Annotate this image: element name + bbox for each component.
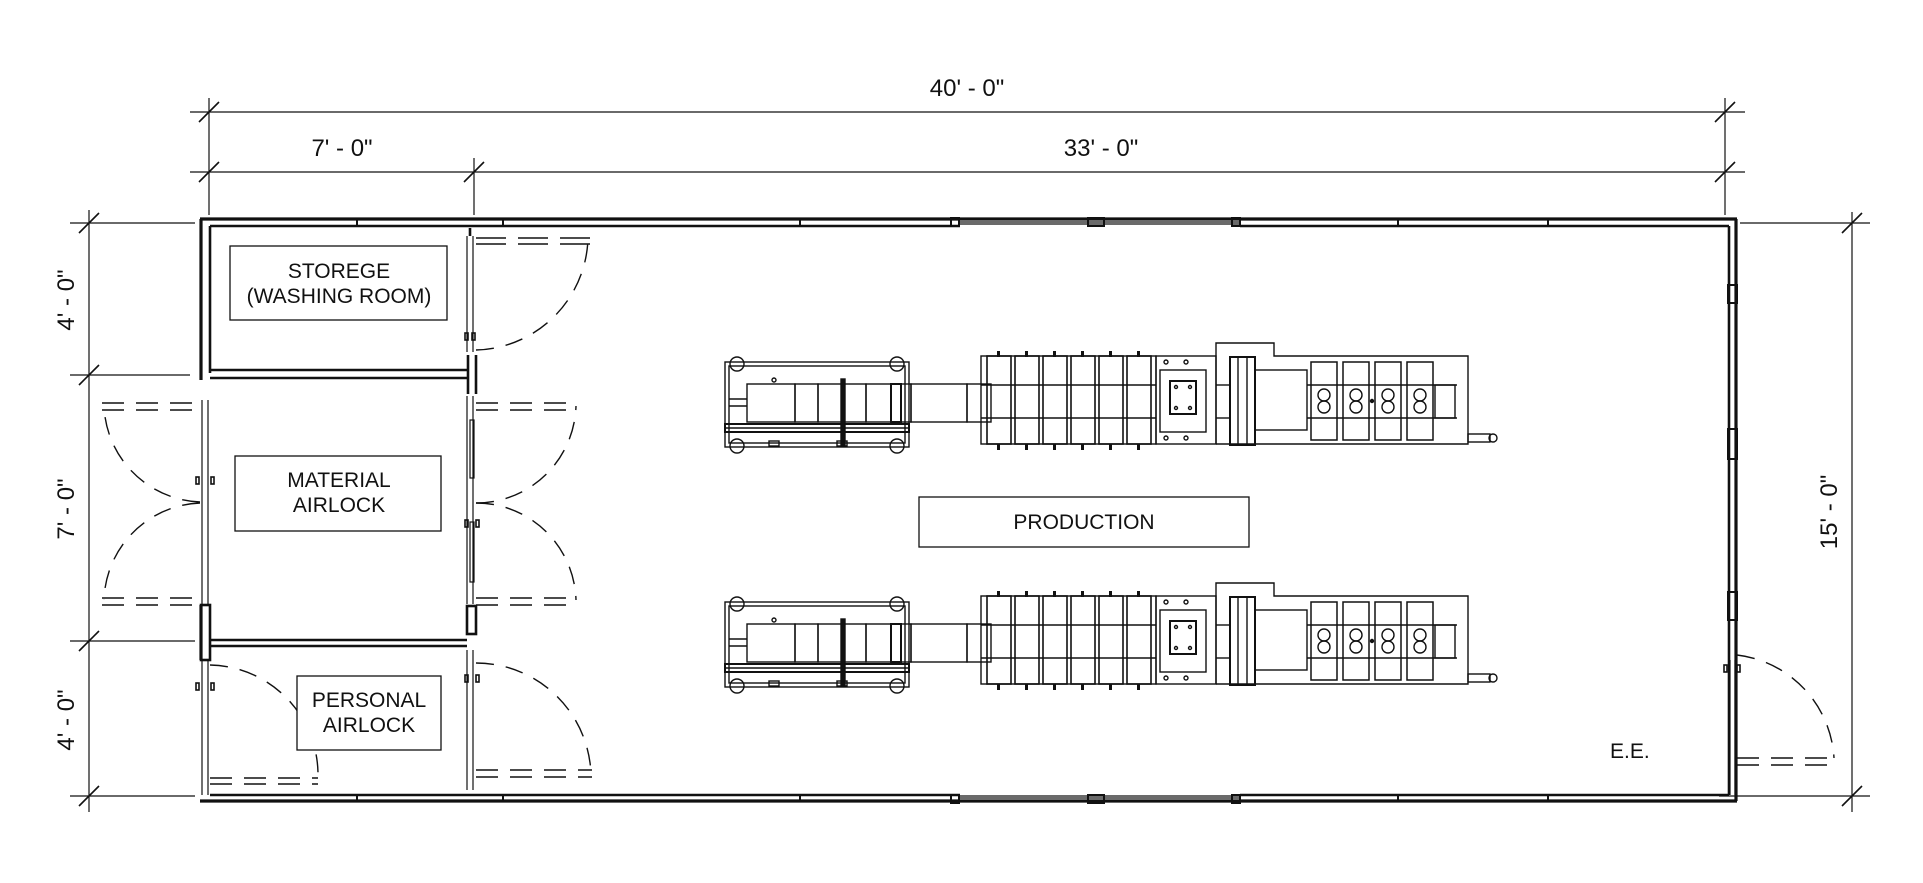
interior-walls [199, 228, 478, 662]
dimension-left-section: 7' - 0" [311, 135, 372, 162]
dimension-right-section: 33' - 0" [1064, 135, 1138, 162]
dimension-storage-depth: 4' - 0" [53, 269, 80, 330]
material-airlock-label-box [234, 455, 442, 532]
storage-label-line1: STOREGE [288, 260, 390, 283]
emergency-exit-label: E.E. [1610, 740, 1650, 763]
room-material-airlock: MATERIAL AIRLOCK [234, 455, 442, 532]
dimension-material-airlock-depth: 7' - 0" [53, 478, 80, 539]
material-airlock-label-line1: MATERIAL [287, 469, 390, 492]
dimension-overall-width: 40' - 0" [930, 75, 1004, 102]
personal-airlock-label-line1: PERSONAL [312, 689, 426, 712]
storage-label-box [229, 245, 448, 321]
door-swings [102, 237, 1835, 785]
storage-label-line2: (WASHING ROOM) [247, 285, 432, 308]
dimension-lines [70, 98, 1870, 812]
personal-airlock-label-box [296, 675, 442, 751]
dimension-personal-airlock-depth: 4' - 0" [53, 689, 80, 750]
production-line-2 [724, 582, 1498, 694]
production-label-box [918, 496, 1250, 548]
production-line-1 [724, 342, 1498, 454]
exterior-walls [199, 217, 1738, 804]
dimension-overall-depth: 15' - 0" [1816, 475, 1843, 549]
production-label: PRODUCTION [1013, 511, 1154, 534]
material-airlock-label-line2: AIRLOCK [293, 494, 385, 517]
room-personal-airlock: PERSONAL AIRLOCK [296, 675, 442, 751]
room-storage: STOREGE (WASHING ROOM) [229, 245, 448, 321]
room-production: PRODUCTION [918, 496, 1250, 548]
personal-airlock-label-line2: AIRLOCK [323, 714, 415, 737]
door-frames [201, 236, 1736, 795]
door-handles [195, 332, 1741, 691]
